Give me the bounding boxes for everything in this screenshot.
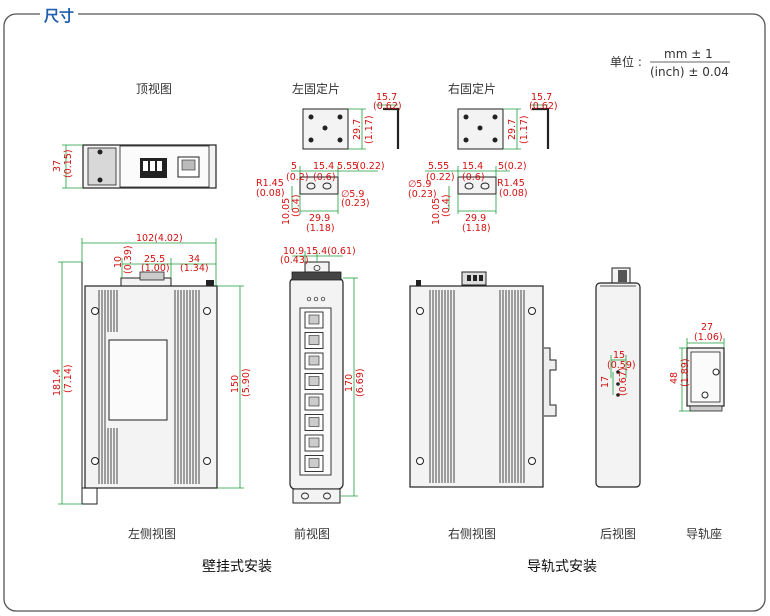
ethernet-port-jack [308,376,320,386]
dim-rb-height-in: (1.17) [519,115,530,144]
dim-rb-height: 29.7 [507,119,518,140]
view-label-top: 顶视图 [136,81,172,96]
dim-rb-v: 10.05 [431,198,442,225]
unit-label: 单位 : [610,54,642,69]
dim-lb-width-in: (0.62) [373,101,402,112]
dim-lb-c-in: (0.22) [356,161,385,172]
left-bracket-plate [299,107,400,195]
dim-lb-b-in: (0.6) [313,172,336,183]
dim-fv-height-in: (6.69) [355,368,366,397]
dim-top-height: 37 [52,160,63,172]
dim-rb-width: 15.7 [531,92,552,103]
dim-lb-hole-in: (0.23) [341,198,370,209]
unit-bottom: (inch) ± 0.04 [650,65,729,79]
view-label-right-bracket: 右固定片 [448,81,496,96]
dim-ls-width: 102(4.02) [136,233,183,244]
dim-ls-b-in: (1.00) [141,263,170,274]
top-view-drawing [82,144,217,189]
dim-fv-b: 15.4(0.61) [306,246,356,257]
dim-lb-base-in: (1.18) [306,223,335,234]
unit-top: mm ± 1 [664,47,713,61]
rail-seat-drawing [686,347,725,412]
dim-rb-radius: R1.45 [497,178,525,189]
dim-fv-a-in: (0.43) [280,255,309,266]
view-label-back: 后视图 [600,526,636,541]
ethernet-ports [304,311,324,472]
dim-lb-radius-in: (0.08) [256,188,285,199]
dim-rb-a: 5.55 [428,161,449,172]
ethernet-port-jack [308,417,320,427]
dim-rs-height-in: (1.89) [680,358,691,387]
dim-rb-hole-in: (0.23) [408,189,437,200]
dim-rb-a-in: (0.22) [426,172,455,183]
ethernet-port-jack [308,396,320,407]
ethernet-port-jack [308,437,320,448]
section-title: 尺寸 [40,5,79,26]
dim-bv-a: 15 [613,350,625,361]
group-label-din: 导轨式安装 [527,559,597,575]
dim-rs-width-in: (1.06) [694,332,723,343]
dim-bv-a-in: (0.59) [607,360,636,371]
dim-rs-width: 27 [701,322,713,333]
dim-lb-c: 5.55 [337,161,358,172]
dim-ls-height2-in: (5.90) [241,368,252,397]
dim-fv-a: 10.9 [283,246,304,257]
dim-rb-b-in: (0.6) [462,172,485,183]
dim-rb-radius-in: (0.08) [499,188,528,199]
dim-rb-hole: ∅5.9 [408,179,431,190]
left-side-view-drawing [81,262,218,505]
dim-lb-hole: ∅5.9 [341,189,364,200]
ethernet-port-jack [308,335,320,345]
view-label-rail-seat: 导轨座 [686,526,722,541]
dim-ls-c-in: (1.34) [180,263,209,274]
right-side-view-drawing [409,271,557,488]
dim-rb-width-in: (0.62) [529,101,558,112]
ethernet-port-jack [308,458,320,468]
view-label-left-bracket: 左固定片 [292,81,340,96]
dim-lb-height-in: (1.17) [364,115,375,144]
dim-lb-width: 15.7 [376,92,397,103]
dim-ls-height-in: (7.14) [63,364,74,393]
group-label-wall: 壁挂式安装 [202,559,272,575]
dim-ls-height2: 150 [230,375,241,393]
ethernet-port-jack [308,355,320,366]
dim-rb-base-in: (1.18) [462,223,491,234]
dim-lb-radius: R1.45 [256,178,284,189]
dim-fv-height: 170 [344,374,355,392]
dim-lb-a: 5 [291,161,297,172]
outer-border [3,13,766,612]
right-bracket-plate [457,107,550,195]
dim-rb-c: 5(0.2) [498,161,527,172]
dim-ls-a-in: (0.39) [123,245,134,274]
dim-rs-height: 48 [669,372,680,384]
dim-bv-b: 17 [600,376,611,388]
dim-ls-b: 25.5 [144,254,165,265]
view-label-front: 前视图 [294,526,330,541]
dim-lb-base: 29.9 [309,213,330,224]
dim-rb-b: 15.4 [462,161,483,172]
dim-lb-b: 15.4 [313,161,334,172]
view-label-left-side: 左侧视图 [128,526,176,541]
dim-lb-v: 10.05 [281,198,292,225]
back-view-drawing [595,267,641,488]
ethernet-port-jack [308,314,320,325]
dim-bv-b-in: (0.67) [618,367,629,396]
dim-top-height-in: (0.15) [63,149,74,178]
dim-rb-v-in: (0.4) [441,194,452,217]
dim-lb-v-in: (0.4) [291,194,302,217]
dim-lb-height: 29.7 [352,119,363,140]
dim-rb-base: 29.9 [465,213,486,224]
dim-ls-height: 181.4 [52,369,63,396]
dim-ls-c: 34 [188,254,200,265]
dim-lb-a-in: (0.2) [286,172,309,183]
view-label-right-side: 右侧视图 [448,526,496,541]
dim-ls-a: 10 [113,256,124,268]
